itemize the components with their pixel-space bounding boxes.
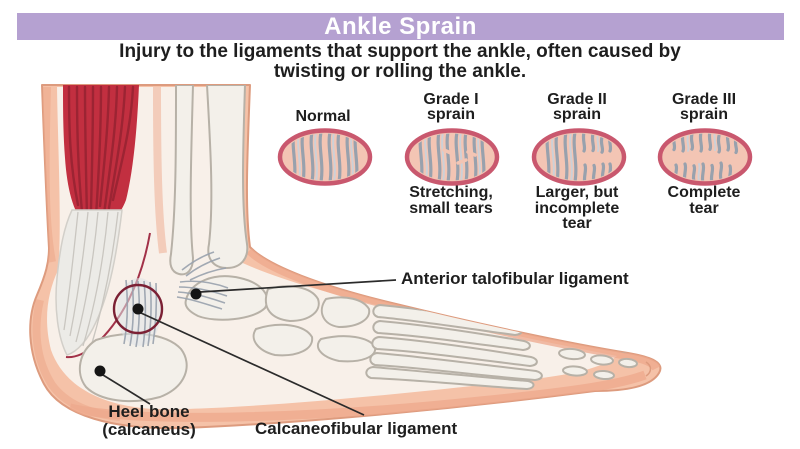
label-grade-1: Grade I sprain: [423, 91, 479, 123]
leader-line-heel-bone: [102, 374, 151, 405]
label-grade-2: Grade II sprain: [547, 91, 607, 123]
tibia-bone: [206, 85, 249, 269]
grade-insets-group: [277, 128, 753, 186]
inset-grade-3: [657, 128, 753, 186]
title-banner: Ankle Sprain: [17, 13, 784, 40]
page-title: Ankle Sprain: [324, 12, 477, 40]
sprain-site-circle-icon: [112, 283, 164, 335]
anatomy-pointer-dot-heel: [94, 365, 106, 377]
fibula-bone: [169, 85, 194, 276]
subtitle-line-1: Injury to the ligaments that support the…: [119, 41, 681, 62]
foot-anatomy-group: [29, 84, 662, 430]
label-calcaneofibular-ligament: Calcaneofibular ligament: [255, 419, 458, 438]
inset-grade-1: [404, 128, 500, 186]
inset-normal: [277, 128, 373, 186]
leader-line-anterior-talofibular: [199, 279, 397, 293]
anatomy-pointer-dot-atfl: [190, 288, 202, 300]
leader-lines: [94, 279, 397, 416]
toe-crease-line: [645, 361, 652, 377]
label-heel-bone: Heel bone (calcaneus): [102, 402, 196, 439]
caption-grade-1: Stretching, small tears: [409, 184, 493, 217]
leader-line-calcaneofibular: [140, 312, 365, 416]
subtitle-line-2: twisting or rolling the ankle.: [273, 61, 527, 82]
anatomy-pointer-dot-cfl: [132, 303, 144, 315]
calf-muscle: [63, 85, 139, 228]
label-normal: Normal: [295, 108, 351, 125]
caption-grade-3: Complete tear: [667, 184, 741, 217]
calcaneus-bone: [78, 332, 188, 403]
label-grade-3: Grade III sprain: [671, 91, 737, 123]
subtitle: Injury to the ligaments that support the…: [0, 42, 800, 82]
inset-grade-2: [531, 128, 627, 186]
talus-bone: [184, 275, 269, 321]
caption-grade-2: Larger, but incomplete tear: [534, 184, 620, 232]
achilles-tendon: [55, 209, 151, 359]
bones-group: [78, 85, 638, 403]
label-anterior-talofibular-ligament: Anterior talofibular ligament: [401, 269, 629, 288]
